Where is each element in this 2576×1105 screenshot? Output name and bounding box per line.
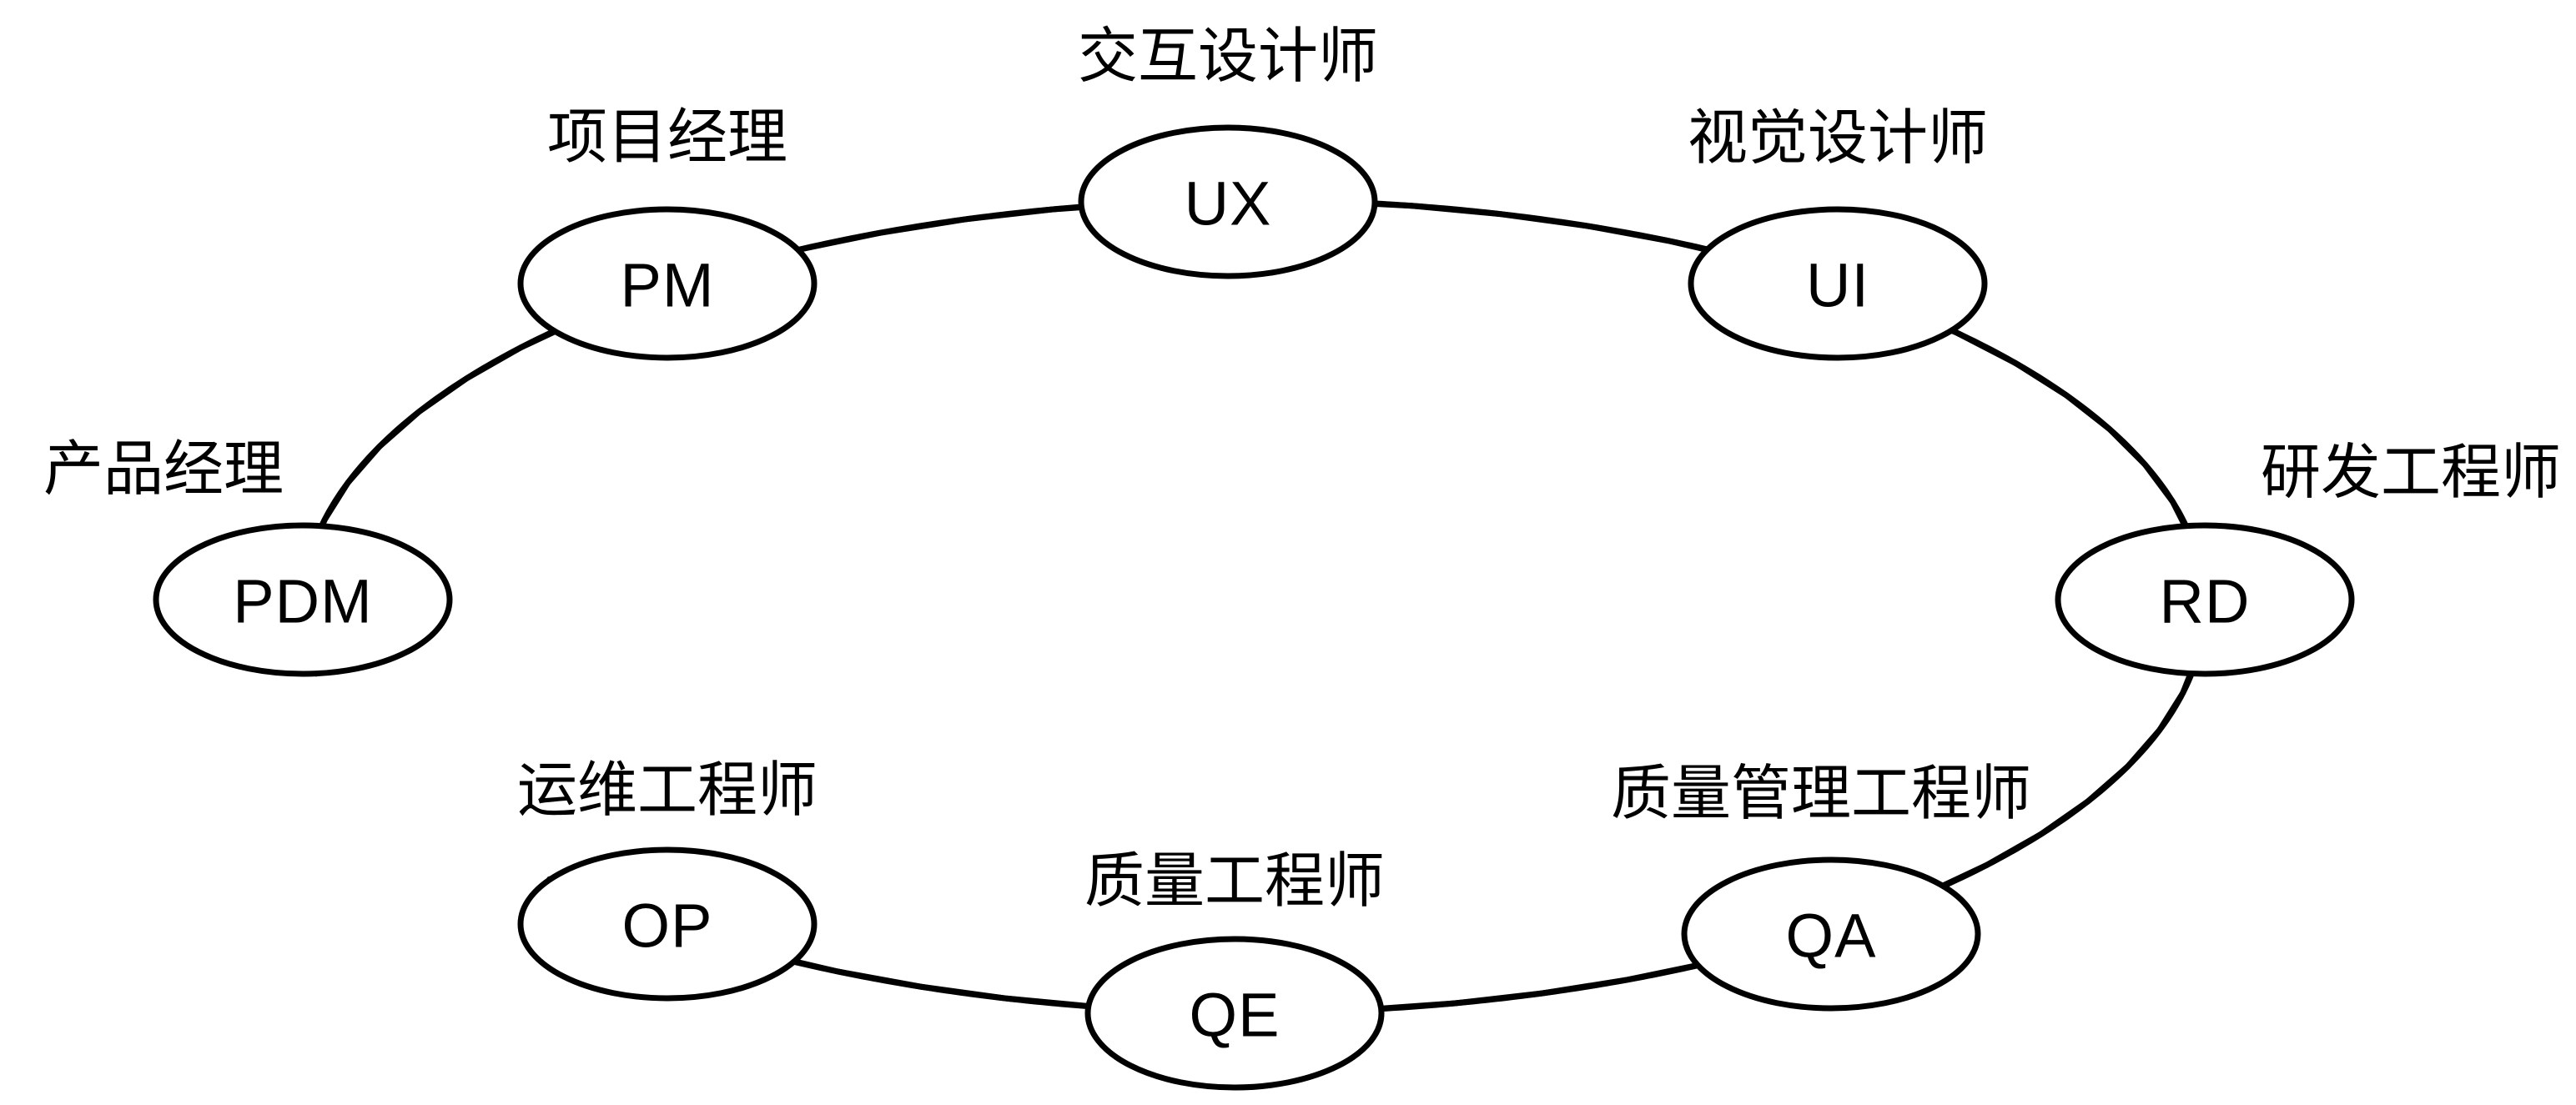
node-shape-pm[interactable] bbox=[517, 206, 818, 361]
role-label-pdm: 产品经理 bbox=[43, 436, 284, 503]
role-label-rd: 研发工程师 bbox=[2261, 439, 2561, 506]
role-label-op: 运维工程师 bbox=[517, 757, 818, 824]
role-label-qe: 质量工程师 bbox=[1084, 848, 1385, 915]
edge-ui-rd bbox=[1949, 327, 2189, 530]
node-shape-ux[interactable] bbox=[1078, 124, 1378, 279]
node-code-ui: UI bbox=[1806, 251, 1869, 320]
node-shape-op[interactable] bbox=[517, 846, 818, 1002]
node-shape-qa[interactable] bbox=[1681, 856, 1981, 1012]
role-label-ux: 交互设计师 bbox=[1078, 23, 1378, 90]
role-label-ui: 视觉设计师 bbox=[1688, 105, 1988, 172]
node-rd[interactable]: RD bbox=[2055, 522, 2355, 677]
node-shape-qe[interactable] bbox=[1084, 936, 1385, 1091]
node-code-pm: PM bbox=[621, 251, 715, 320]
node-shape-pdm[interactable] bbox=[153, 522, 453, 677]
nodes-layer: PM UX UI RD QA QE OP PDM bbox=[153, 124, 2355, 1091]
role-label-pm: 项目经理 bbox=[547, 104, 787, 171]
node-op[interactable]: OP bbox=[517, 846, 818, 1002]
node-ux[interactable]: UX bbox=[1078, 124, 1378, 279]
node-code-pdm: PDM bbox=[233, 567, 372, 636]
node-code-qe: QE bbox=[1190, 981, 1280, 1050]
node-qa[interactable]: QA bbox=[1681, 856, 1981, 1012]
node-code-ux: UX bbox=[1185, 169, 1272, 239]
node-ui[interactable]: UI bbox=[1688, 206, 1988, 361]
node-pm[interactable]: PM bbox=[517, 206, 818, 361]
node-code-qa: QA bbox=[1786, 902, 1877, 971]
node-pdm[interactable]: PDM bbox=[153, 522, 453, 677]
edge-ux-ui bbox=[1372, 200, 1709, 253]
edge-pdm-pm bbox=[319, 328, 557, 530]
node-qe[interactable]: QE bbox=[1084, 936, 1385, 1091]
role-label-qa: 质量管理工程师 bbox=[1611, 761, 2031, 827]
node-code-rd: RD bbox=[2160, 567, 2251, 636]
node-code-op: OP bbox=[622, 892, 713, 961]
node-shape-rd[interactable] bbox=[2055, 522, 2355, 677]
node-shape-ui[interactable] bbox=[1688, 206, 1988, 361]
